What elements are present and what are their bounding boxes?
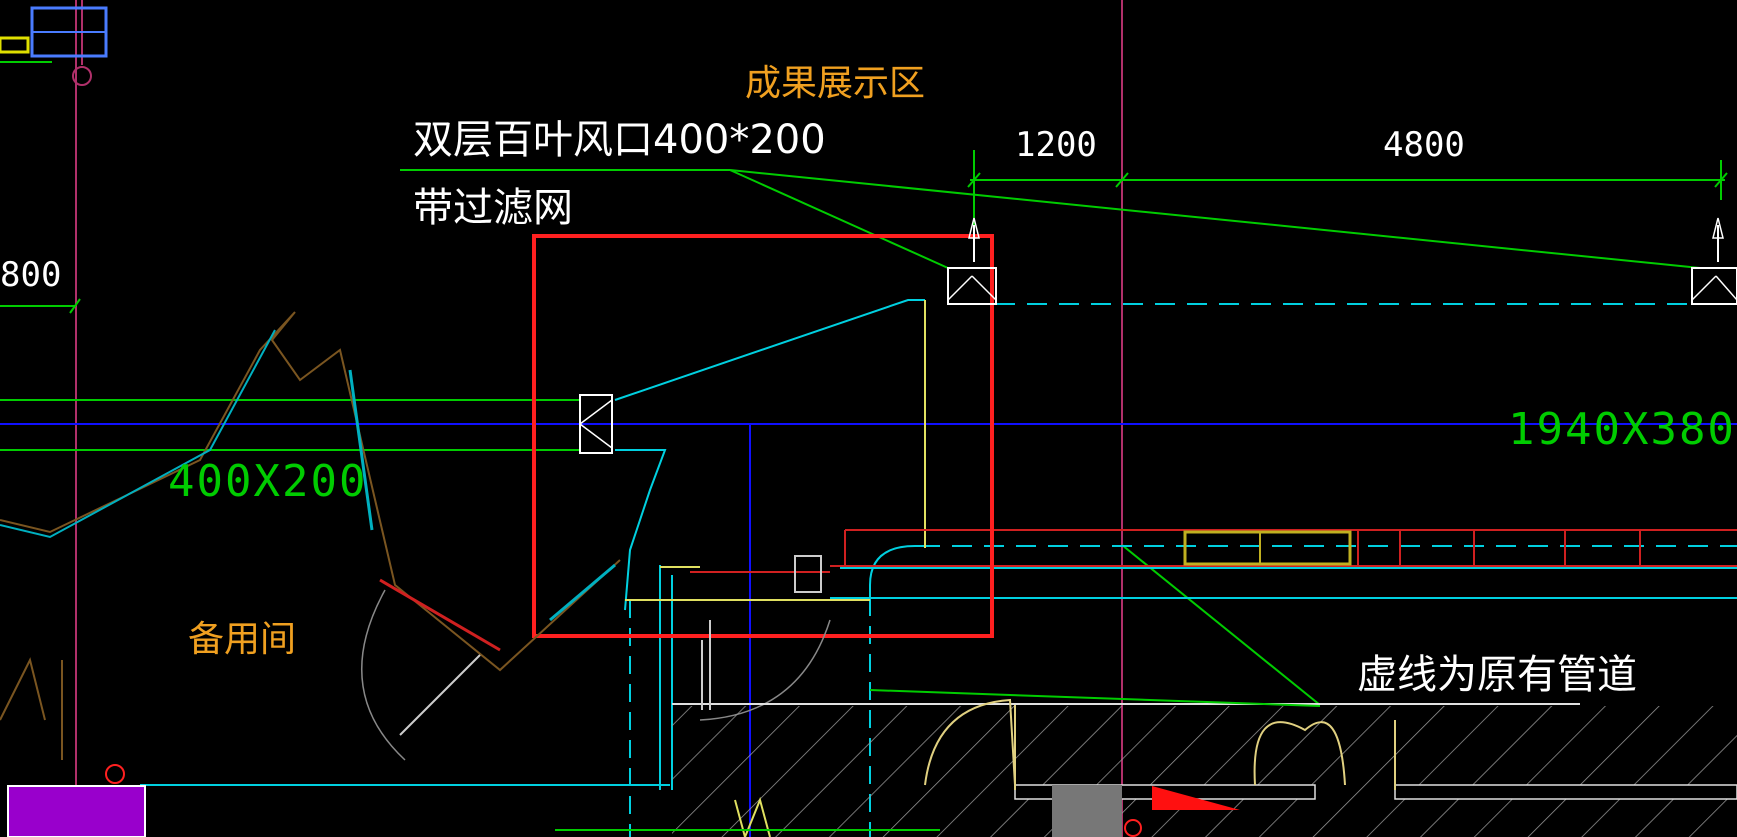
duct-size-label-left: 400X200 [168,456,368,507]
dimension-label-1200: 1200 [1015,125,1097,165]
wall-green-line [869,689,1321,707]
door-leaf-3 [399,654,481,736]
leader-line-diffuser-2 [729,169,1701,269]
wall-angled-cyan [0,329,276,539]
diffuser-top-2-arrowhead [1712,217,1724,239]
highlight-box [532,234,994,638]
fixture-bracket [794,555,822,593]
duct-cyan-branch [614,299,925,401]
duct-cyan-curve [615,449,667,611]
door-arc-1 [924,698,1016,786]
dimension-label-800: 800 [0,255,62,295]
vent-filter-label: 带过滤网 [413,185,573,231]
door-arc-2 [1253,721,1346,786]
wall-cyan-post [348,369,374,531]
opening-2 [1394,784,1737,800]
leader-line-diffuser-1 [729,169,949,269]
vent-spec-label: 双层百叶风口400*200 [413,117,826,163]
diffuser-top-2 [1691,267,1737,305]
axis-bubble-left [105,764,125,784]
wall-left-bottom [0,657,46,721]
wall-angled-brown [0,311,621,672]
stair-lines [734,796,771,837]
dimension-tick-800 [69,298,81,314]
dimension-tick-b [1115,172,1129,188]
dimension-label-4800: 4800 [1383,125,1465,165]
zone-label-spare: 备用间 [188,619,297,660]
column-gray [1052,785,1122,837]
diffuser-top-1-diag-b [971,275,997,301]
diffuser-top-1 [947,267,997,305]
door-leaf-2 [549,563,616,622]
axis-bubble [72,66,92,86]
purple-block [7,785,146,837]
axis-bubble-bottom [1124,819,1142,837]
red-marker [1152,786,1240,810]
diffuser-top-2-diag-b [1715,275,1737,301]
duct-size-label-right: 1940X380 [1508,404,1736,455]
leader-line-note [1121,544,1321,706]
duct-elbow [869,545,920,598]
diffuser-left-diag-1 [579,399,613,425]
duct-yellow-damper [1183,530,1352,566]
dashed-pipe-note: 虚线为原有管道 [1357,652,1637,698]
title-block-tab [0,36,30,54]
door-red-leaf [379,578,501,652]
diffuser-top-1-arrowhead [968,217,980,239]
dimension-tick-c [1714,172,1728,188]
dimension-tick-a [967,172,981,188]
diffuser-top-2-diag-a [1691,275,1717,301]
diffuser-left-diag-2 [579,423,613,449]
hatched-wall [672,706,1737,837]
door-swing-left [361,589,406,761]
diffuser-top-1-diag-a [947,275,973,301]
zone-label-display: 成果展示区 [745,63,926,104]
